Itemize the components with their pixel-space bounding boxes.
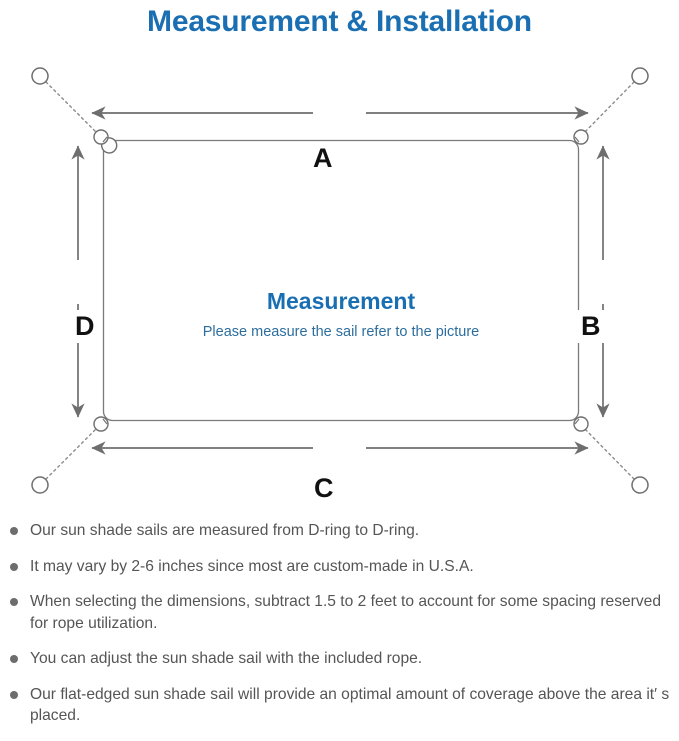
d-ring-tangents [102,136,580,425]
rope-lines [45,81,635,480]
bullet-icon [10,598,18,607]
dimension-label-b: B [574,310,608,343]
bullet-icon [10,527,18,535]
d-ring-nub-bottom-left [102,418,108,425]
anchor-points [31,67,649,494]
rope-top-right [580,81,635,137]
d-ring-circle-top-right [573,129,589,145]
notes-list: Our sun shade sails are measured from D-… [0,520,679,741]
d-ring-nub-bottom-right [574,418,580,425]
note-item: Our flat-edged sun shade sail will provi… [0,684,679,727]
bullet-icon [10,562,18,571]
d-ring-nub-top-left [102,136,108,143]
note-text: It may vary by 2-6 inches since most are… [30,557,474,575]
note-item: When selecting the dimensions, subtract … [0,591,679,634]
d-ring-circle-top-left [93,129,109,145]
d-ring-nub-top-right [574,136,580,143]
bullet-icon [10,690,18,699]
anchor-circle-top-left [31,67,49,85]
anchor-circle-bottom-right [631,476,649,494]
bullet-icon [10,655,18,664]
rope-top-left [45,81,101,137]
sail-diagram-svg [31,67,649,494]
note-item: You can adjust the sun shade sail with t… [0,648,679,670]
sail-diagram: Measurement Please measure the sail refe… [0,46,679,518]
note-text: Our sun shade sails are measured from D-… [30,522,420,539]
anchor-circle-top-right [631,67,649,85]
rope-bottom-right [580,424,635,480]
sail-measurement-subtext: Please measure the sail refer to the pic… [202,324,480,340]
note-item: It may vary by 2-6 inches since most are… [0,556,679,578]
d-ring-circle-bottom-right [573,416,589,432]
sail-measurement-heading: Measurement [266,288,416,314]
dimension-label-d: D [68,310,102,343]
dimension-label-a: A [306,142,340,175]
anchor-circle-bottom-left [31,476,49,494]
d-ring-circle-bottom-left [93,416,109,432]
dimension-label-c: C [307,472,341,505]
sail-body [102,139,580,422]
note-text: When selecting the dimensions, subtract … [30,593,662,632]
note-item: Our sun shade sails are measured from D-… [0,520,679,542]
note-text: Our flat-edged sun shade sail will provi… [30,685,670,725]
page-title: Measurement & Installation [147,5,532,38]
note-text: You can adjust the sun shade sail with t… [30,650,423,668]
rope-bottom-left [45,424,101,480]
